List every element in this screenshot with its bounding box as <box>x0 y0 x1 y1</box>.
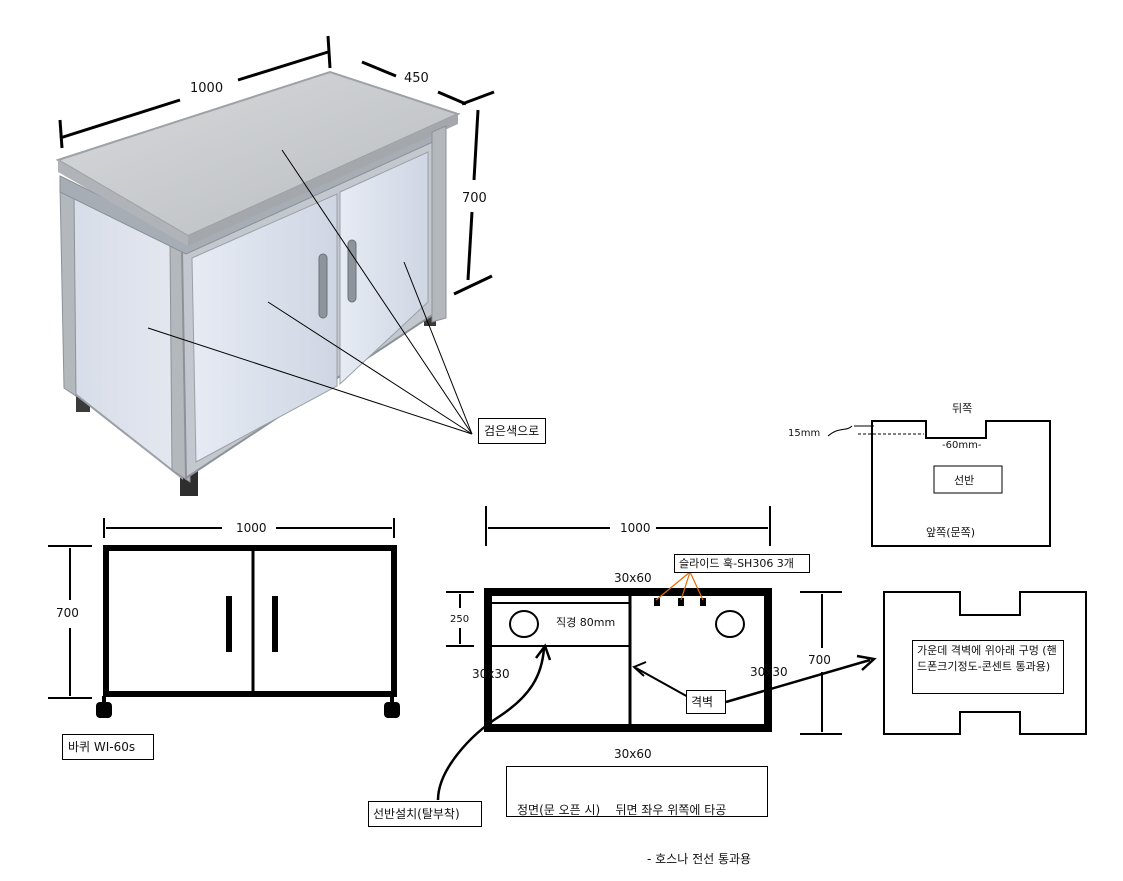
shelf-install-label: 선반설치(탈부착) <box>368 801 482 827</box>
front-note: 정면(문 오픈 시) 뒤면 좌우 위쪽에 타공 - 호스나 전선 통과용 <box>506 766 768 866</box>
shelf-gap-label: 250 <box>450 614 469 625</box>
top-beam-label: 30x60 <box>614 571 652 585</box>
notch-depth-label: 15mm <box>788 428 820 439</box>
photo-width-label: 1000 <box>190 81 223 96</box>
bottom-beam-label: 30x60 <box>614 747 652 761</box>
photo-height-label: 700 <box>462 191 487 206</box>
notch-width-label: -60mm- <box>942 440 982 451</box>
partition-shape <box>883 591 1087 735</box>
cabinet-illustration <box>55 70 461 496</box>
caster-label: 바퀴 WI-60s <box>62 734 154 760</box>
internal-view <box>436 506 877 801</box>
front-width-label: 1000 <box>236 521 267 535</box>
shelf-back-label: 뒤쪽 <box>952 402 972 415</box>
shelf-label: 선반 <box>954 474 974 487</box>
front-note-line1: 정면(문 오픈 시) 뒤면 좌우 위쪽에 타공 <box>517 803 727 817</box>
front-note-line2: - 호스나 전선 통과용 <box>647 852 752 866</box>
photo-depth-label: 450 <box>404 71 429 86</box>
shelf-view <box>827 420 1051 547</box>
front-view <box>48 518 400 718</box>
shelf-front-label: 앞쪽(문쪽) <box>926 526 975 539</box>
black-color-callout: 검은색으로 <box>478 418 546 444</box>
callout-leader-lines <box>147 149 473 435</box>
hole-diameter-label: 직경 80mm <box>556 616 615 629</box>
internal-depth-label: 700 <box>808 653 831 667</box>
drawing-canvas: 1000 450 700 1000 700 <box>48 35 1087 801</box>
front-height-label: 700 <box>56 606 79 620</box>
photo-dimension-lines <box>58 35 495 296</box>
partition-label: 격벽 <box>686 690 726 714</box>
left-post-label: 30x30 <box>472 667 510 681</box>
right-post-label: 30x30 <box>750 665 788 679</box>
partition-note: 가운데 격벽에 위아래 구멍 (핸드폰크기정도-콘센트 통과용) <box>912 640 1064 694</box>
slide-hook-label: 슬라이드 훅-SH306 3개 <box>674 554 810 573</box>
internal-width-label: 1000 <box>620 521 651 535</box>
